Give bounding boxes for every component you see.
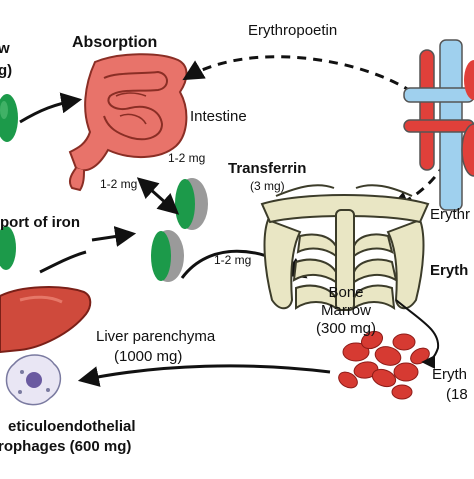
left-transferrin-pill-icon <box>0 226 16 270</box>
intestine-down-amount: 1-2 mg <box>168 151 206 165</box>
bone-marrow-label-1: Bone <box>328 284 364 301</box>
reticuloendothelial-label-2: rophages (600 mg) <box>0 438 132 455</box>
arrow-intestine-transferrin <box>136 177 180 215</box>
reticuloendothelial-label-1: eticuloendothelial <box>8 418 136 435</box>
intestine-icon <box>68 53 188 192</box>
arrow-pill-to-intestine <box>19 92 83 124</box>
erythr-right-top-label: Erythr <box>430 206 471 223</box>
arrow-marrow-to-rbc <box>395 299 440 369</box>
intestine-up-amount: 1-2 mg <box>100 177 138 191</box>
to-marrow-amount: 1-2 mg <box>214 253 252 267</box>
erythr-right-bottom-label-2: (18 <box>446 386 468 403</box>
arrow-transport-to-transferrin <box>91 226 137 247</box>
arrow-rbc-to-liver <box>77 364 331 387</box>
transferrin-pill-lower-icon <box>151 230 184 282</box>
erythr-right-mid-label: Eryth <box>430 262 469 279</box>
left-iron-pill-icon <box>0 94 18 142</box>
heart-vessels-icon <box>403 39 474 211</box>
red-blood-cells-icon <box>338 330 430 400</box>
bone-marrow-label-2: Marrow <box>320 302 371 319</box>
absorption-label: Absorption <box>72 34 158 51</box>
intestine-label: Intestine <box>190 108 247 125</box>
left-top-label-2: g) <box>0 62 13 79</box>
transferrin-pill-upper-icon <box>175 178 208 230</box>
arrow-erythropoetin-to-intestine <box>182 55 413 94</box>
erythropoetin-label: Erythropoetin <box>248 22 338 39</box>
liver-amount: (1000 mg) <box>114 348 183 365</box>
liver-parenchyma-label: Liver parenchyma <box>96 328 216 345</box>
liver-icon <box>0 286 92 354</box>
left-top-label-1: w <box>0 40 10 57</box>
bone-marrow-amount: (300 mg) <box>315 320 377 337</box>
arrow-liver-up <box>39 250 87 274</box>
rib-cage-icon <box>260 184 430 311</box>
transferrin-label: Transferrin <box>228 160 307 177</box>
erythr-right-bottom-label-1: Eryth <box>432 366 468 383</box>
transport-of-iron-label: port of iron <box>0 214 80 231</box>
transferrin-amount: (3 mg) <box>250 179 285 193</box>
macrophage-icon <box>5 354 62 406</box>
